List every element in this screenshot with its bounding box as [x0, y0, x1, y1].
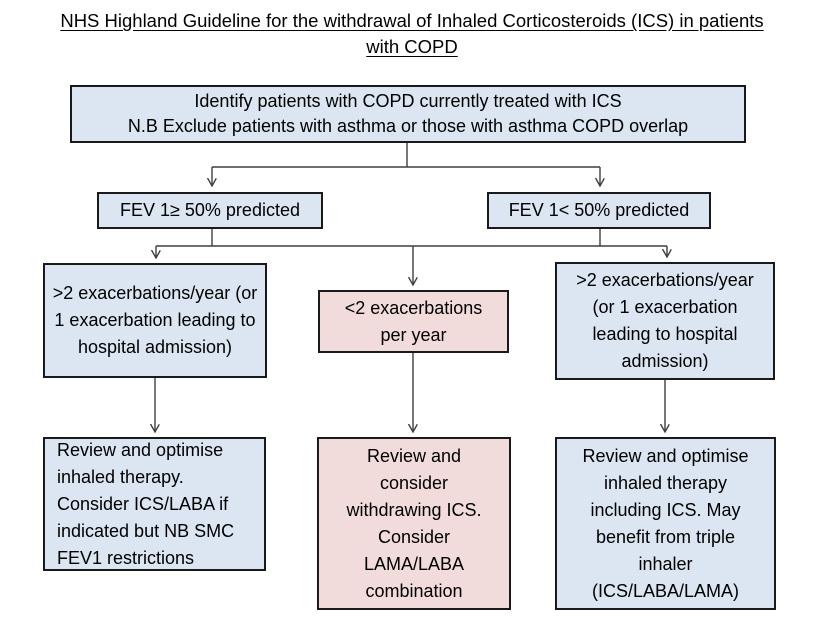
- node-outcome-mid-label: Review and consider withdrawing ICS. Con…: [346, 445, 482, 601]
- node-fev-ge-50: FEV 1≥ 50% predicted: [97, 192, 323, 229]
- node-exacerbations-high-left: >2 exacerbations/year (or 1 exacerbation…: [43, 263, 267, 378]
- node-exacerbations-high-right: >2 exacerbations/year (or 1 exacerbation…: [555, 262, 775, 380]
- page-title: NHS Highland Guideline for the withdrawa…: [0, 8, 824, 59]
- node-outcome-optimise-ics-laba: Review and optimise inhaled therapy. Con…: [43, 437, 266, 571]
- node-exacerbations-low-mid-label: <2 exacerbations per year: [344, 297, 483, 345]
- node-outcome-triple-inhaler: Review and optimise inhaled therapy incl…: [555, 437, 776, 610]
- node-exacerbations-high-left-label: >2 exacerbations/year (or 1 exacerbation…: [52, 283, 258, 357]
- node-outcome-left-label: Review and optimise inhaled therapy. Con…: [57, 439, 235, 568]
- node-fev-ge-50-label: FEV 1≥ 50% predicted: [120, 200, 300, 220]
- page-title-line1: NHS Highland Guideline for the withdrawa…: [60, 10, 764, 31]
- node-exacerbations-high-right-label: >2 exacerbations/year (or 1 exacerbation…: [576, 270, 754, 371]
- node-identify-line1: Identify patients with COPD currently tr…: [194, 90, 622, 111]
- node-outcome-withdraw-ics: Review and consider withdrawing ICS. Con…: [317, 437, 511, 610]
- node-fev-lt-50-label: FEV 1< 50% predicted: [508, 200, 690, 220]
- node-exacerbations-low-mid: <2 exacerbations per year: [318, 290, 509, 353]
- page-title-line2: with COPD: [366, 35, 458, 57]
- node-fev-lt-50: FEV 1< 50% predicted: [487, 192, 711, 229]
- node-identify-patients: Identify patients with COPD currently tr…: [70, 85, 746, 143]
- node-outcome-right-label: Review and optimise inhaled therapy incl…: [582, 445, 749, 601]
- node-identify-line2: N.B Exclude patients with asthma or thos…: [127, 116, 689, 136]
